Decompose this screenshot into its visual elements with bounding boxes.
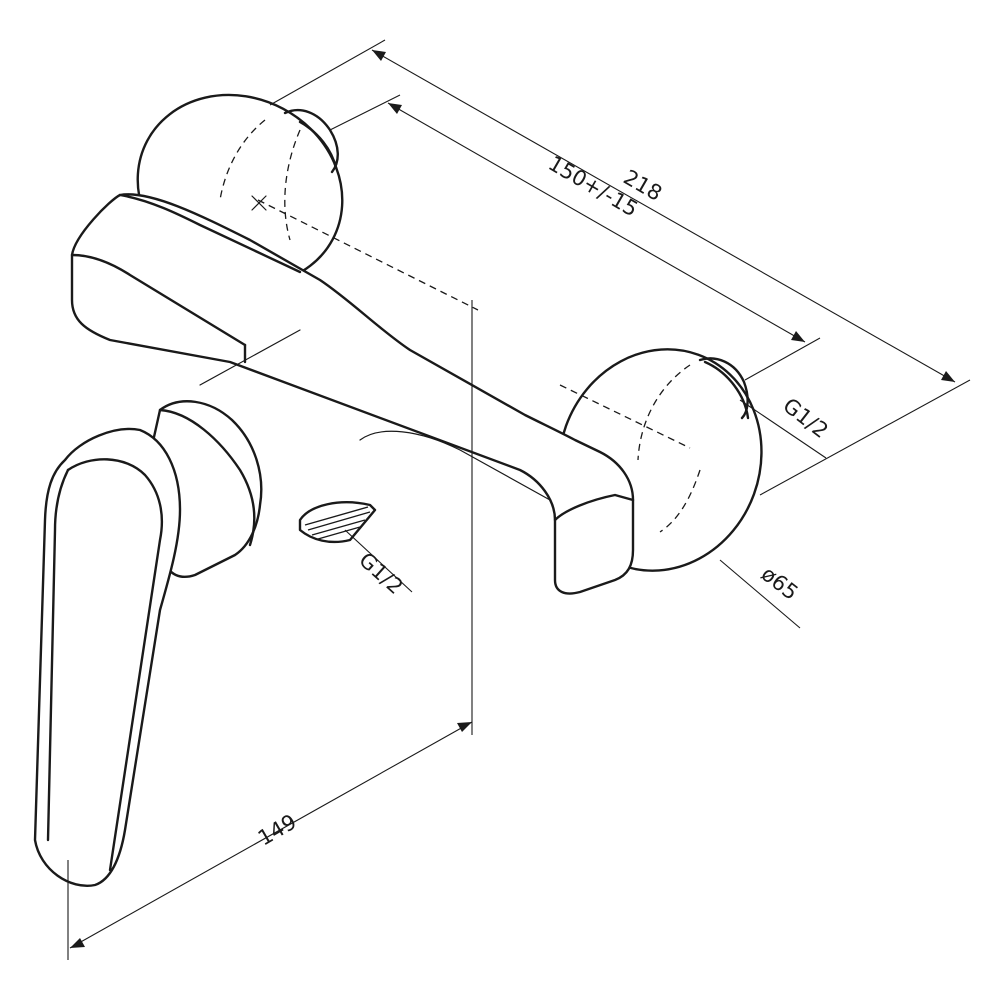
escutcheon-diameter-label: ø65 bbox=[757, 562, 803, 605]
dimension-149-label: 149 bbox=[254, 810, 301, 851]
mixer-body bbox=[70, 193, 635, 735]
inlet-thread-label: G1/2 bbox=[778, 393, 832, 443]
leader-outlet-thread: G1/2 bbox=[344, 529, 413, 599]
outlet-thread-label: G1/2 bbox=[354, 548, 407, 599]
outlet-thread bbox=[298, 501, 377, 544]
leader-escutcheon-diameter: ø65 bbox=[719, 559, 803, 629]
lever-handle bbox=[33, 427, 182, 887]
dimension-150: 150+/-15 bbox=[329, 94, 821, 381]
